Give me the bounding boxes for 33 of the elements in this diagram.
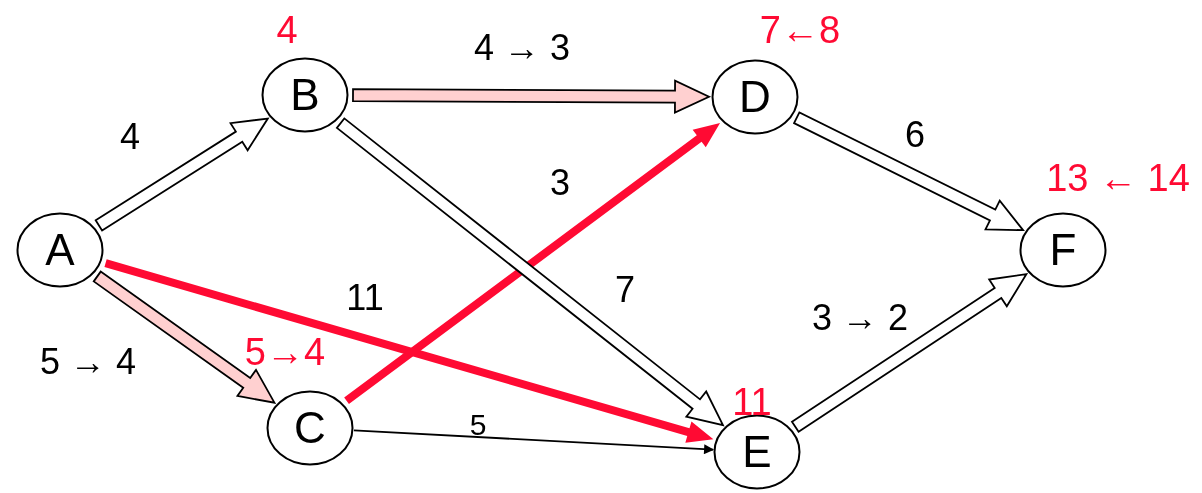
node-circle: [1019, 212, 1107, 288]
edge-label: 6: [905, 117, 925, 153]
block-arrow: [352, 79, 712, 115]
edge-label: 3: [550, 165, 570, 201]
edge-label: 4: [120, 119, 140, 155]
node-label: F: [1049, 228, 1077, 272]
block-arrow: [94, 117, 270, 232]
node-value: 5→4: [244, 333, 326, 371]
node-circle: [261, 57, 349, 133]
arrow: [104, 259, 714, 443]
arrow: [353, 429, 715, 455]
node-value: 11: [732, 383, 772, 421]
node-value: 4: [276, 11, 298, 49]
edge-label: 11: [346, 280, 384, 316]
edge-label: 5 → 4: [40, 344, 136, 380]
node-label: C: [294, 406, 326, 450]
node-circle: [713, 414, 801, 490]
node-label: A: [45, 228, 75, 272]
block-arrow: [92, 270, 277, 404]
node-circle: [16, 212, 104, 288]
node-circle: [266, 390, 354, 466]
node-value: 7←8: [759, 11, 841, 49]
edge-label: 5: [469, 410, 487, 440]
block-arrow: [792, 111, 1025, 232]
node-circle: [711, 59, 799, 135]
node-label: E: [742, 430, 772, 474]
node-label: D: [739, 75, 771, 119]
block-arrow: [790, 273, 1029, 433]
edge-label: 7: [615, 272, 635, 308]
node-value: 13 ← 14: [1046, 159, 1190, 197]
edge-label: 3 → 2: [812, 300, 908, 336]
edge-label: 4 → 3: [474, 30, 570, 66]
node-label: B: [290, 73, 320, 117]
